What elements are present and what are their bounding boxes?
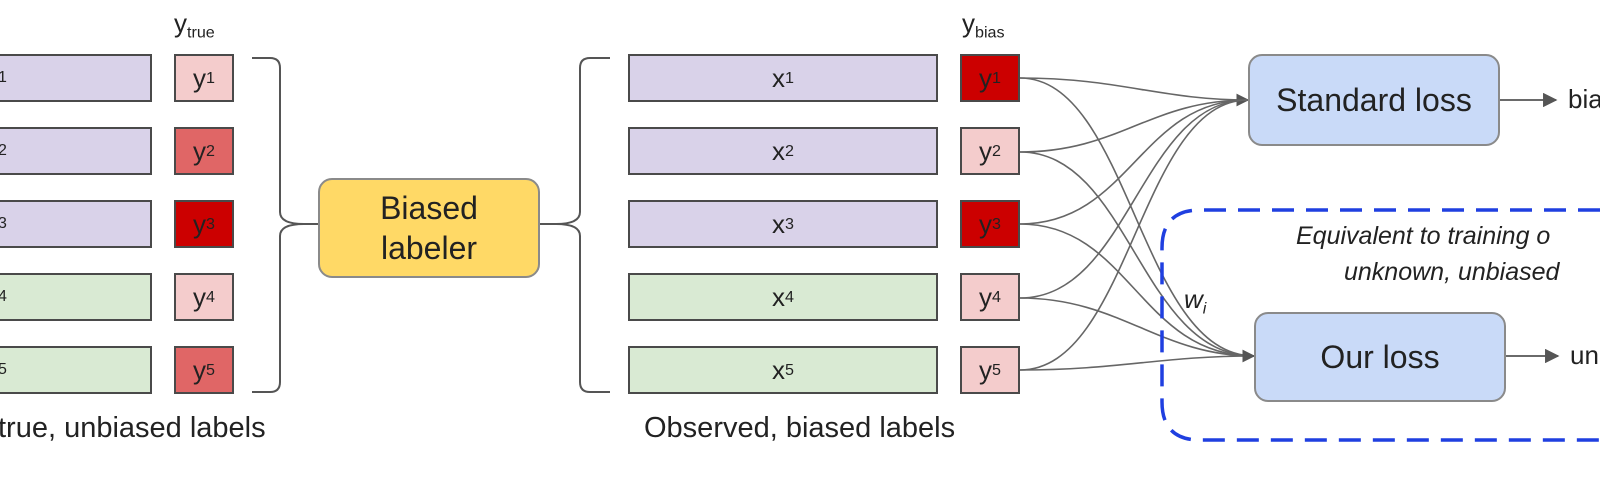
edge-y3-standard [1019, 99, 1249, 225]
edge-y5-our [1019, 349, 1256, 371]
mid-caption: Observed, biased labels [644, 412, 956, 444]
edge-y1-our [1019, 77, 1255, 357]
equivalence-line2: unknown, unbiased [1344, 258, 1560, 286]
standard-loss-box: Standard loss [1248, 54, 1500, 146]
edge-y2-standard [1019, 99, 1249, 153]
left-caption: true, unbiased labels [0, 412, 266, 444]
labeler-line2: labeler [380, 230, 478, 266]
left-feature-row: 2 [0, 127, 152, 175]
standard-loss-output: bia [1568, 84, 1600, 114]
biased-labeler-box: Biased labeler [318, 178, 540, 278]
edge-y5-standard [1019, 99, 1249, 371]
edge-y1-standard [1019, 77, 1250, 107]
edge-y2-our [1019, 151, 1255, 357]
left-feature-row: 1 [0, 54, 152, 102]
left-label-header: ytrue [174, 8, 215, 42]
our-loss-box: Our loss [1254, 312, 1506, 402]
mid-brace [555, 57, 610, 393]
left-feature-row: 4 [0, 273, 152, 321]
left-feature-row: 3 [0, 200, 152, 248]
labeler-line1: Biased [380, 190, 478, 226]
our-loss-output: un [1570, 340, 1599, 370]
edge-y3-our [1019, 223, 1255, 357]
equivalence-region [1160, 208, 1600, 442]
mid-label-header: ybias [962, 8, 1005, 42]
left-brace [252, 57, 305, 393]
edge-y4-our [1019, 297, 1255, 357]
edge-y4-standard [1019, 99, 1249, 299]
equivalence-line1: Equivalent to training o [1296, 222, 1551, 250]
left-feature-row: 5 [0, 346, 152, 394]
weight-label: wi [1184, 284, 1207, 318]
